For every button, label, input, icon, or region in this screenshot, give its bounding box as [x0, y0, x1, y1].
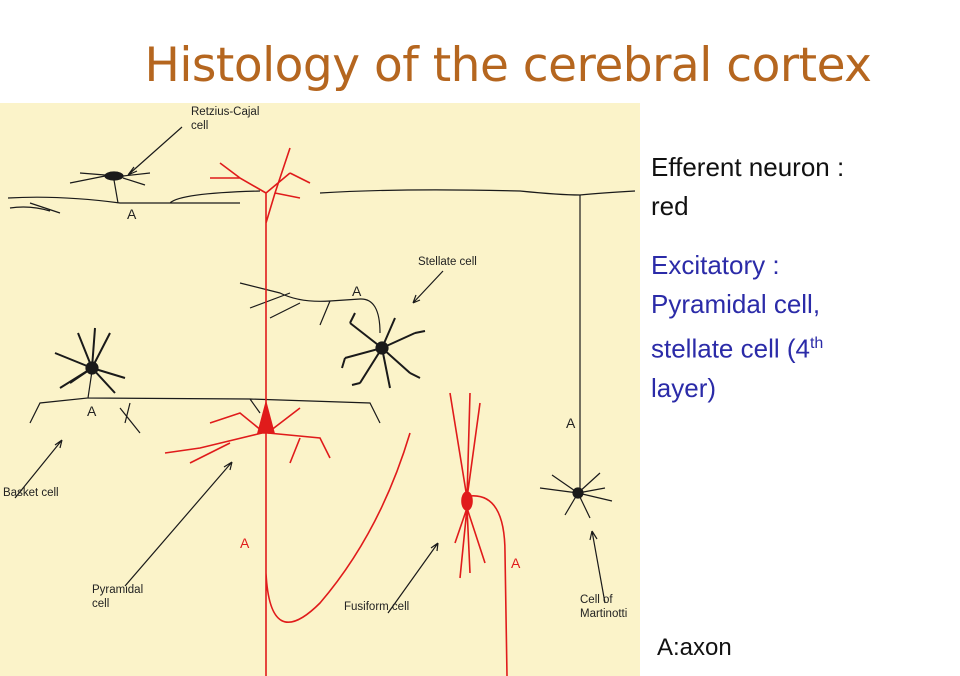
fusiform-dendrites [449, 392, 486, 579]
axon-mark: A [240, 535, 250, 551]
fusiform-axon [469, 495, 508, 676]
fusiform-arrow [387, 542, 439, 614]
fusiform-soma [461, 491, 473, 511]
stellate-arrow [412, 270, 444, 304]
basket-axon [29, 370, 381, 434]
axon-mark: A [511, 555, 521, 571]
pyramidal-axon [265, 432, 411, 676]
axon-legend: A:axon [657, 634, 732, 661]
slide-title: Histology of the cerebral cortex [144, 38, 872, 93]
stellate-axon [239, 282, 381, 334]
neuron-illustration [7, 126, 636, 676]
retzius-axon [7, 189, 636, 204]
excitatory-note: Excitatory : Pyramidal cell, stellate ce… [651, 250, 824, 403]
retzius-cajal-soma [104, 171, 124, 181]
pyramidal-soma [256, 399, 276, 434]
pyramidal-apical-dendrite [210, 147, 311, 433]
efferent-note: Efferent neuron :red [651, 152, 845, 221]
retzius-arrow [127, 126, 183, 176]
axon-mark: A [127, 206, 137, 222]
label-basket: Basket cell [3, 487, 59, 499]
martinotti-arrow [589, 530, 606, 604]
label-fusiform: Fusiform cell [344, 601, 410, 613]
axon-mark: A [566, 415, 576, 431]
red-neurons [164, 147, 508, 676]
axon-mark: A [87, 403, 97, 419]
axon-mark: A [352, 283, 362, 299]
basket-arrow [14, 439, 63, 499]
pyramidal-arrow [124, 461, 233, 587]
label-stellate: Stellate cell [418, 256, 477, 268]
pyramidal-basal-dendrites [164, 407, 331, 464]
